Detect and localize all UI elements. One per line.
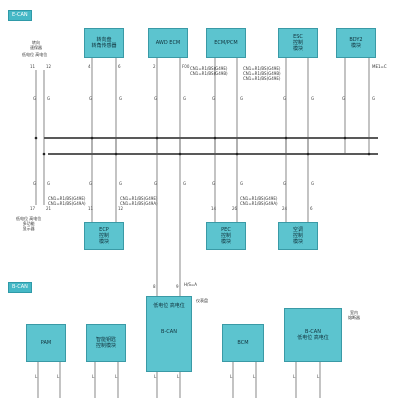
svg-text:G: G bbox=[154, 181, 157, 186]
ecm-pcm-module: ECM/PCM bbox=[206, 28, 246, 58]
svg-text:G: G bbox=[183, 96, 186, 101]
svg-text:G: G bbox=[119, 96, 122, 101]
interior-fuse-title: 室内 熔断器 bbox=[348, 310, 360, 320]
svg-text:L: L bbox=[230, 374, 233, 379]
svg-text:G: G bbox=[47, 181, 50, 186]
gateway-title: 仪表盘 bbox=[196, 298, 208, 303]
smart-key-module-label: 智能钥匙 控制模块 bbox=[95, 337, 116, 349]
bcm-module: BCM bbox=[222, 324, 264, 362]
gateway-wire-label: H/S=A bbox=[184, 282, 197, 287]
svg-text:G: G bbox=[283, 96, 286, 101]
svg-text:L: L bbox=[35, 374, 38, 379]
svg-text:G: G bbox=[212, 96, 215, 101]
pin-number: 4 bbox=[88, 64, 91, 69]
pin-number: 6 bbox=[118, 64, 121, 69]
pin-number: 21 bbox=[46, 206, 52, 211]
svg-text:L: L bbox=[115, 374, 118, 379]
svg-text:L: L bbox=[57, 374, 60, 379]
svg-text:G: G bbox=[283, 181, 286, 186]
instrument-cluster-gateway: 低电位 高电位 B-CAN bbox=[146, 296, 192, 372]
svg-text:L: L bbox=[154, 374, 157, 379]
svg-text:G: G bbox=[311, 96, 314, 101]
svg-text:G: G bbox=[89, 181, 92, 186]
pin-number: F00 bbox=[182, 64, 190, 69]
awd-ecm-module: AWD ECM bbox=[148, 28, 188, 58]
pin-number: 9 bbox=[176, 284, 179, 289]
pec-wire-label: CN1=R1/BS(G49E) CN1=R1/BS(G49A) bbox=[240, 196, 278, 206]
junction-dots bbox=[34, 136, 371, 156]
top-left-label: 转向 速保器 bbox=[30, 40, 42, 50]
interior-fuse-module: B-CAN 低电位 高电位 bbox=[284, 308, 342, 362]
ac-module-label: 空调 控制 模块 bbox=[292, 227, 303, 245]
svg-text:G: G bbox=[89, 96, 92, 101]
top-left-pins: 低电位 高电位 bbox=[22, 52, 48, 57]
svg-text:G: G bbox=[33, 181, 36, 186]
wire-color-marks: G G G G G G G G G G G G G G G G G G G G G G L L L L L… bbox=[33, 96, 375, 379]
svg-text:G: G bbox=[47, 96, 50, 101]
lower-vertical-wires bbox=[91, 138, 309, 300]
svg-text:G: G bbox=[311, 181, 314, 186]
pin-number: 17 bbox=[30, 206, 36, 211]
svg-text:L: L bbox=[92, 374, 95, 379]
awd-module-label: AWD ECM bbox=[155, 40, 181, 46]
ac-module: 空调 控制 模块 bbox=[278, 222, 318, 250]
pin-number: 11 bbox=[88, 206, 94, 211]
svg-text:G: G bbox=[183, 181, 186, 186]
pin-number: 14 bbox=[211, 206, 217, 211]
pin-number: 8 bbox=[153, 284, 156, 289]
bdy-module-label: BDY2 模块 bbox=[349, 37, 363, 49]
steering-module-label: 转向盘 转角传感器 bbox=[91, 37, 117, 49]
smart-key-module: 智能钥匙 控制模块 bbox=[86, 324, 126, 362]
svg-text:G: G bbox=[342, 96, 345, 101]
bdy-wire-label: ME1=C bbox=[372, 64, 387, 69]
bottom-wires bbox=[37, 362, 321, 398]
gateway-pins: 低电位 高电位 bbox=[153, 303, 185, 309]
pin-number: 12 bbox=[118, 206, 124, 211]
svg-text:G: G bbox=[154, 96, 157, 101]
svg-text:L: L bbox=[317, 374, 320, 379]
esc-wire-label: CN1=R1/BS(G49E) CN1=R1/BS(G49B) CN1=R1/B… bbox=[243, 66, 281, 81]
svg-text:G: G bbox=[372, 96, 375, 101]
e-can-tag: E-CAN bbox=[8, 10, 32, 21]
svg-text:G: G bbox=[33, 96, 36, 101]
esc-module-label: ESC 控制 模块 bbox=[292, 34, 303, 52]
svg-text:G: G bbox=[240, 96, 243, 101]
pin-number: 2 bbox=[153, 64, 156, 69]
pin-number: 12 bbox=[46, 64, 52, 69]
svg-text:L: L bbox=[253, 374, 256, 379]
ecp-wire-label: CN1=R1/BS(G49E) CN1=R1/BS(G49A) bbox=[120, 196, 158, 206]
pec-module-label: PEC 控制 模块 bbox=[220, 227, 231, 245]
left-wire-label: CN1=R1/BS(G49E) CN1=R1/BS(G49A) bbox=[48, 196, 86, 206]
ecp-module: ECP 控制 模块 bbox=[84, 222, 124, 250]
bcm-module-label: BCM bbox=[237, 340, 249, 346]
svg-text:L: L bbox=[177, 374, 180, 379]
pin-number: 24 bbox=[282, 206, 288, 211]
pin-number: 6 bbox=[310, 206, 313, 211]
svg-text:G: G bbox=[240, 181, 243, 186]
svg-text:L: L bbox=[293, 374, 296, 379]
pin-number: 26 bbox=[232, 206, 238, 211]
pam-module: PAM bbox=[26, 324, 66, 362]
ecm-module-label: ECM/PCM bbox=[214, 40, 238, 46]
svg-text:G: G bbox=[119, 181, 122, 186]
b-can-tag: B-CAN bbox=[8, 282, 32, 293]
esc-module: ESC 控制 模块 bbox=[278, 28, 318, 58]
steering-angle-sensor-module: 转向盘 转角传感器 bbox=[84, 28, 124, 58]
ips-module-label: B-CAN 低电位 高电位 bbox=[297, 329, 329, 341]
multifunction-display-label: 低电位 高电位 多功能 显示器 bbox=[16, 216, 42, 231]
pam-module-label: PAM bbox=[40, 340, 52, 346]
gateway-label: B-CAN bbox=[161, 329, 177, 335]
pin-number: 11 bbox=[30, 64, 36, 69]
svg-text:G: G bbox=[212, 181, 215, 186]
ecp-module-label: ECP 控制 模块 bbox=[98, 227, 109, 245]
bdy2-module: BDY2 模块 bbox=[336, 28, 376, 58]
top-vertical-wires bbox=[35, 58, 370, 205]
pec-module: PEC 控制 模块 bbox=[206, 222, 246, 250]
ecm-wire-label: CN1=R1/BS(G49E) CN1=R1/BS(G49B) bbox=[190, 66, 228, 76]
